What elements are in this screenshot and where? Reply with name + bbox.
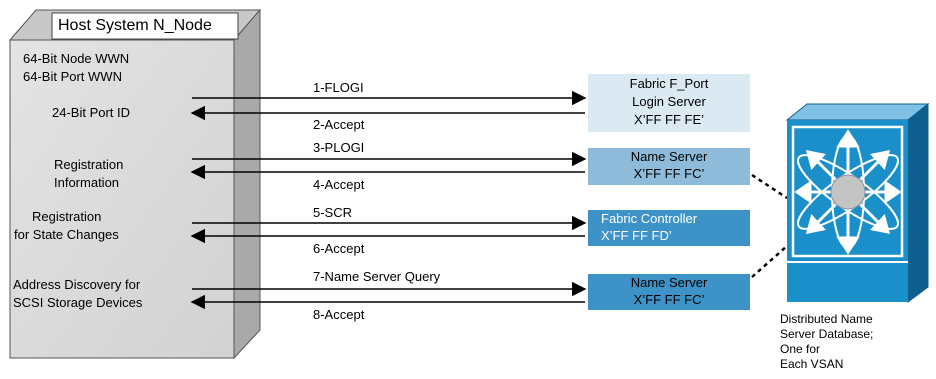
host-side-face	[233, 8, 261, 360]
database-caption-line4: Each VSAN	[780, 357, 844, 371]
message-label-3: 3-PLOGI	[313, 140, 365, 155]
name-server-2-label: Name Server	[630, 275, 708, 290]
host-title-box	[51, 12, 239, 40]
message-label-8: 8-Accept	[313, 307, 365, 322]
message-label-6: 6-Accept	[313, 241, 365, 256]
switch-top-face	[785, 103, 930, 121]
login-server-label-line2: Login Server	[632, 94, 706, 109]
switch-icon	[785, 102, 930, 303]
message-label-5: 5-SCR	[313, 205, 353, 220]
host-port-id: 24-Bit Port ID	[52, 105, 131, 120]
fabric-controller-address: X’FF FF FD’	[601, 228, 672, 243]
message-label-2: 2-Accept	[313, 117, 365, 132]
host-registration-info-line1: Registration	[54, 157, 124, 172]
connector-ns1-to-switch	[751, 173, 788, 200]
host-node-wwn: 64-Bit Node WWN	[23, 51, 130, 66]
name-server-2-address: X’FF FF FC’	[633, 292, 705, 307]
message-label-7: 7-Name Server Query	[313, 269, 441, 284]
login-server-label-line1: Fabric F_Port	[629, 76, 709, 91]
name-server-1-address: X’FF FF FC’	[633, 166, 705, 181]
host-title: Host System N_Node	[58, 17, 212, 34]
database-caption-line1: Distributed Name	[780, 312, 873, 326]
connector-ns2-to-switch	[751, 245, 788, 278]
database-caption-line3: One for	[780, 342, 821, 356]
switch-side-face	[907, 102, 929, 303]
login-server-box	[588, 74, 750, 132]
database-caption-line2: Server Database;	[780, 327, 874, 341]
host-port-wwn: 64-Bit Port WWN	[23, 69, 122, 84]
host-system-block	[8, 8, 262, 360]
host-registration-info-line2: Information	[54, 175, 120, 190]
fabric-controller-box	[588, 210, 750, 246]
message-label-1: 1-FLOGI	[313, 80, 364, 95]
host-registration-state-line2: for State Changes	[14, 227, 119, 242]
message-arrows	[190, 90, 587, 310]
login-server-address: X’FF FF FE’	[633, 112, 705, 127]
host-address-discovery-line1: Address Discovery for	[13, 277, 141, 292]
fabric-controller-label: Fabric Controller	[601, 211, 698, 226]
host-registration-state-line1: Registration	[32, 209, 102, 224]
switch-center-ball	[830, 174, 866, 210]
name-server-1-label: Name Server	[630, 149, 708, 164]
host-address-discovery-line2: SCSI Storage Devices	[13, 295, 143, 310]
name-server-box-1	[588, 148, 750, 185]
message-label-4: 4-Accept	[313, 177, 365, 192]
name-server-box-2	[588, 274, 750, 310]
